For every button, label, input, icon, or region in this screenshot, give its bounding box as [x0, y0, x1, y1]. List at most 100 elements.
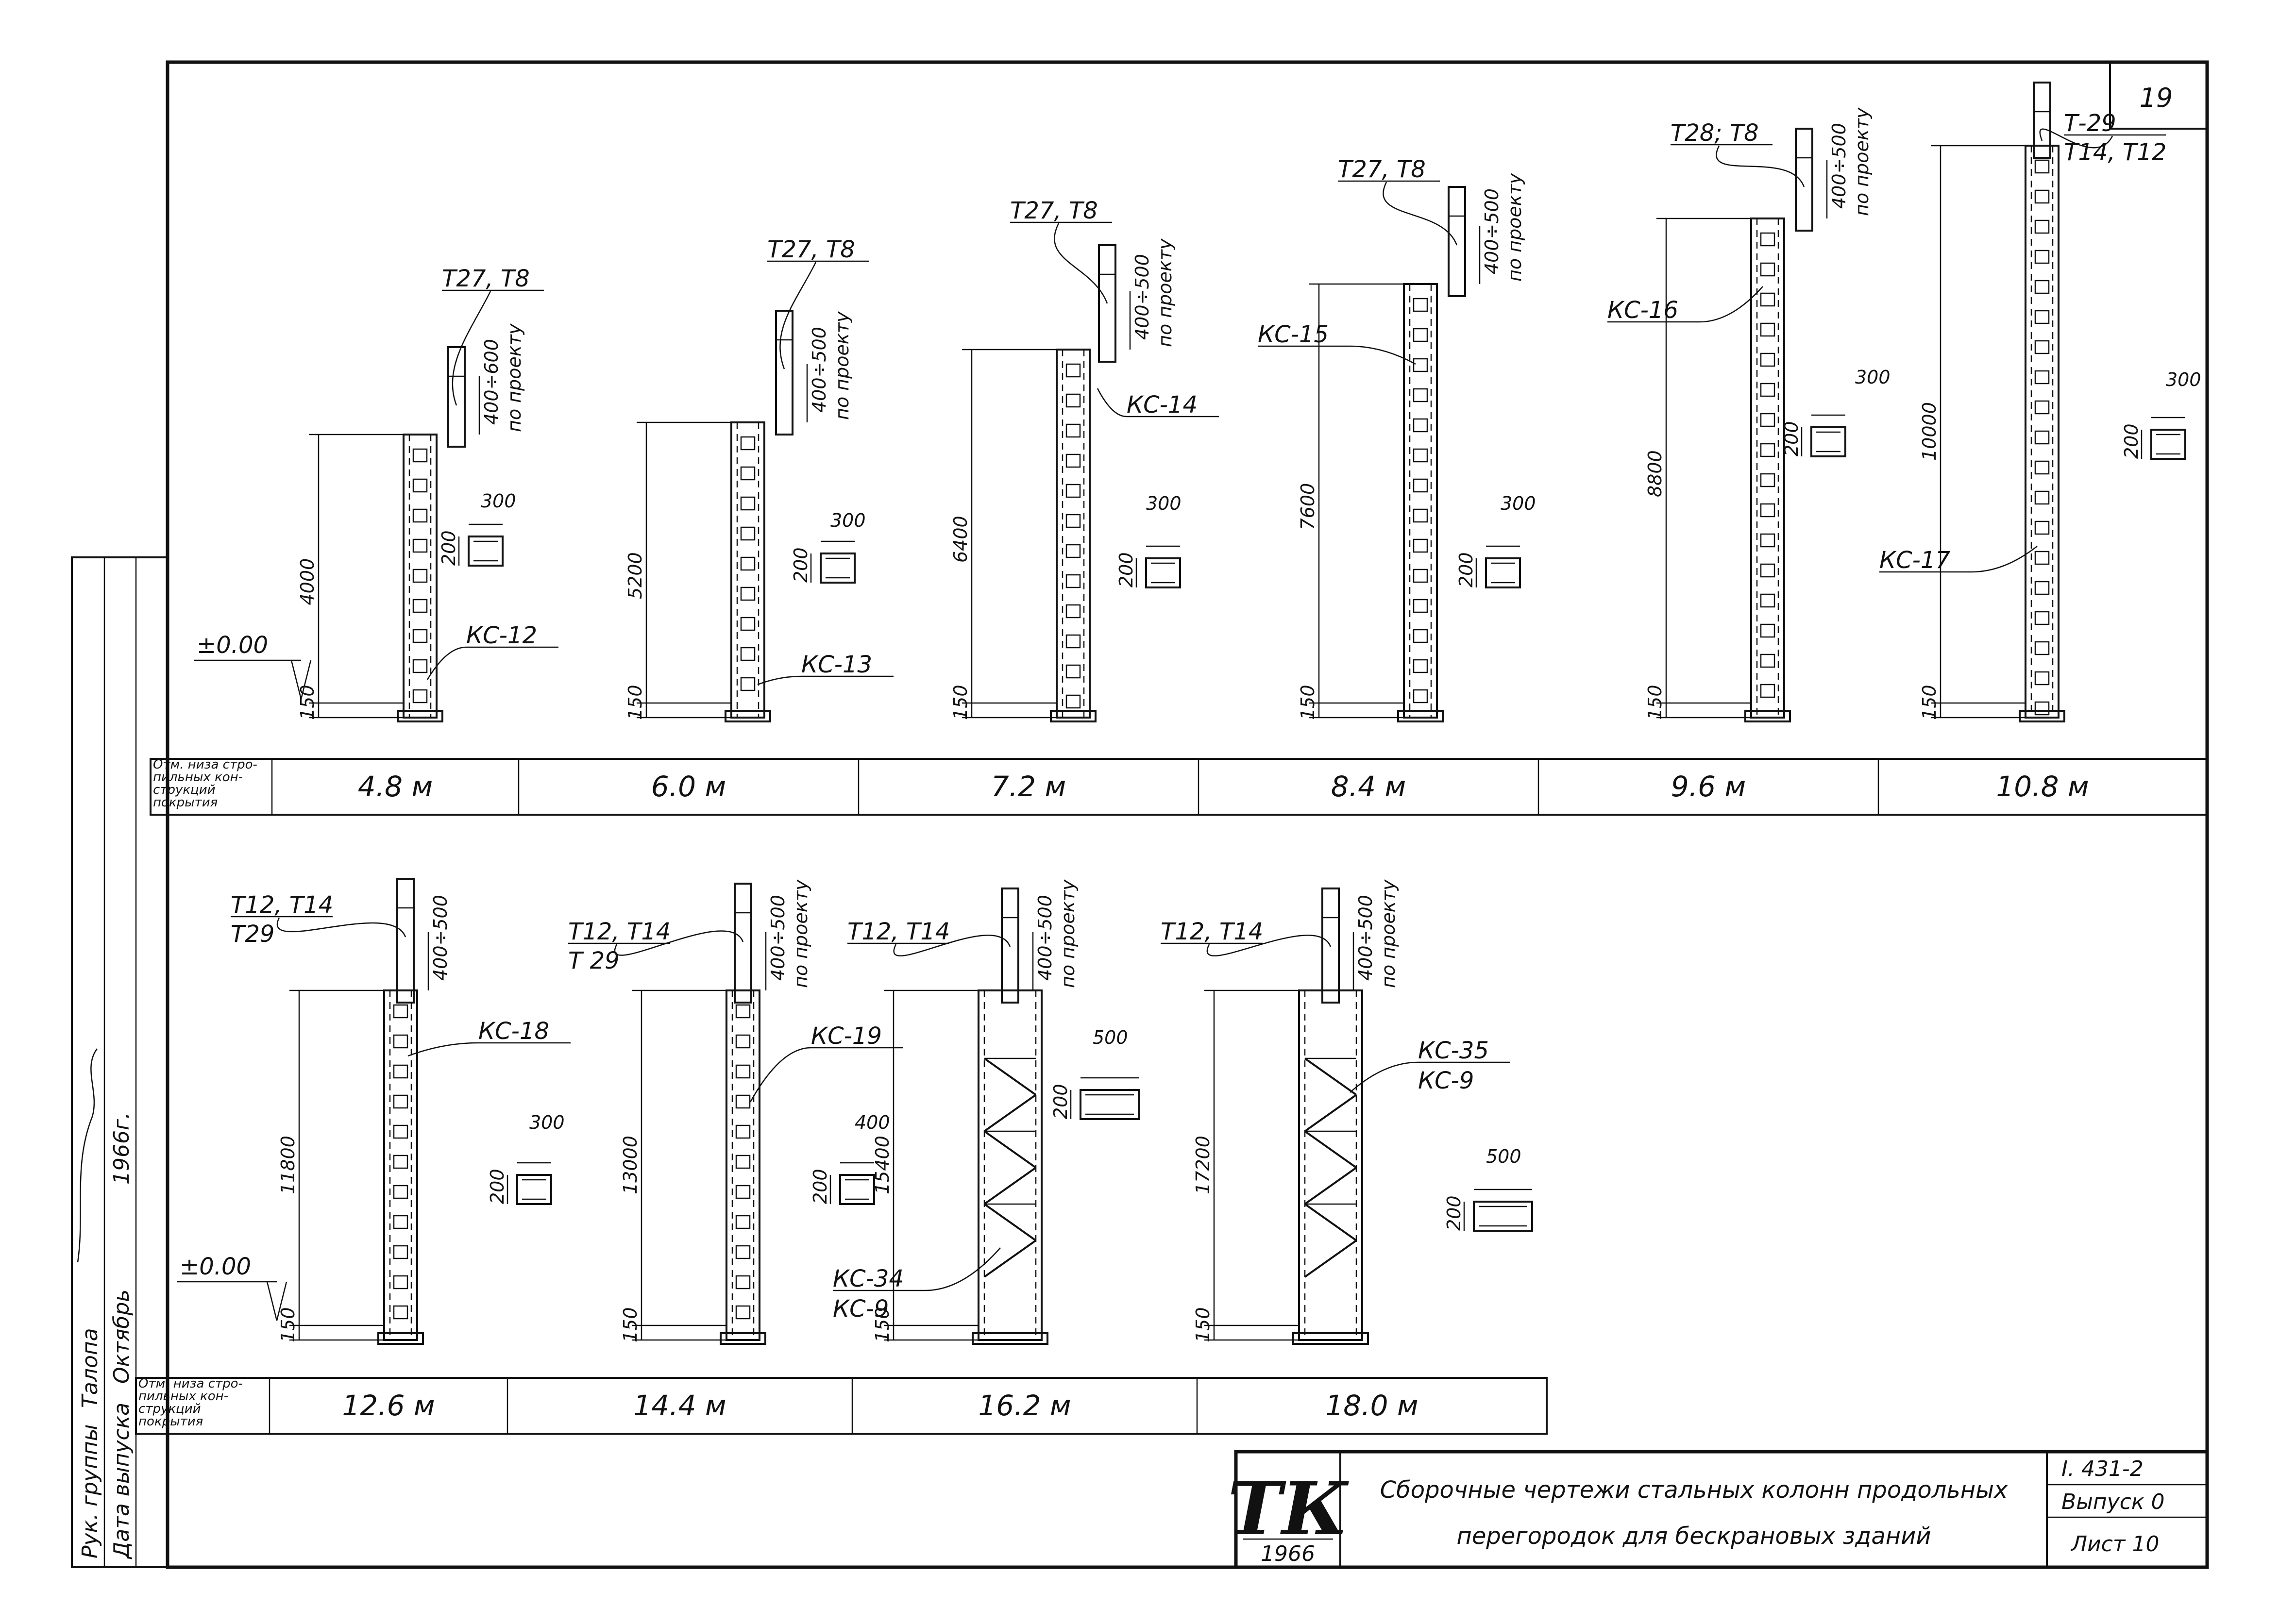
batten-plate	[2034, 611, 2050, 625]
cross-section	[839, 1174, 875, 1205]
batten-plate	[1413, 358, 1428, 372]
batten-plate	[412, 659, 428, 673]
batten-plate	[1413, 508, 1428, 523]
base-plate	[377, 1332, 424, 1345]
height-value: 15400	[872, 1136, 893, 1194]
base-value: 150	[277, 1307, 299, 1342]
doc-code: I. 431-2	[2061, 1457, 2144, 1481]
batten-plate	[1413, 659, 1428, 673]
logo-letters: ТК	[1228, 1466, 1350, 1552]
column-leader	[749, 1047, 811, 1103]
base-value: 150	[1644, 685, 1666, 720]
section-depth: 200	[1115, 552, 1137, 587]
batten-plate	[1065, 694, 1081, 709]
strut-label: Т-29	[2064, 110, 2116, 137]
batten-plate	[393, 1124, 408, 1139]
height-value: 6400	[950, 516, 971, 563]
height-value: 10000	[1919, 402, 1940, 461]
strut-leader	[2039, 128, 2113, 149]
batten-plate	[2034, 370, 2050, 385]
batten-plate	[740, 436, 756, 451]
strut-label: Т12, Т14	[231, 891, 333, 919]
strut-label: Т12, Т14	[568, 918, 671, 945]
spacer-value: 400÷500	[809, 327, 830, 413]
batten-plate	[393, 1034, 408, 1049]
batten-plate	[735, 1034, 751, 1049]
row-header-b-line-4: покрытия	[138, 1414, 203, 1429]
base-plate	[972, 1332, 1048, 1345]
batten-plate	[412, 569, 428, 583]
batten-plate	[1065, 664, 1081, 679]
row-header-line-3: струкций	[153, 783, 216, 797]
batten-plate	[2034, 189, 2050, 204]
strut-leader	[1383, 182, 1458, 246]
batten-plate	[1413, 448, 1428, 463]
strut-label: Т27, Т8	[442, 265, 530, 292]
batten-plate	[1760, 443, 1775, 457]
column-label: КС-19	[811, 1022, 882, 1050]
batten-plate	[735, 1124, 751, 1139]
batten-plate	[735, 1215, 751, 1229]
column-body	[978, 989, 1043, 1341]
batten-plate	[740, 586, 756, 601]
spacer-note: по проекту	[1154, 238, 1176, 347]
batten-plate	[1413, 538, 1428, 553]
batten-plate	[2034, 250, 2050, 264]
section-depth: 200	[1050, 1084, 1071, 1119]
batten-plate	[740, 647, 756, 661]
strut-leader	[893, 935, 1011, 956]
height-value: 7600	[1297, 483, 1318, 530]
batten-plate	[735, 1305, 751, 1320]
base-value: 150	[1919, 685, 1940, 720]
level-mark-bottom: ±0.00	[177, 1253, 287, 1321]
section-width: 400	[855, 1112, 890, 1133]
logo-year: 1966	[1261, 1541, 1315, 1566]
batten-plate	[412, 599, 428, 613]
signature-mark	[77, 1048, 98, 1263]
batten-plate	[740, 496, 756, 511]
batten-plate	[740, 526, 756, 541]
stamp-row1-name: Талопа	[78, 1328, 102, 1408]
batten-plate	[412, 689, 428, 704]
base-plate	[1292, 1332, 1369, 1345]
column-label: КС-15	[1258, 321, 1329, 348]
strut-member	[1098, 244, 1116, 363]
sheet-number-box: 19	[2109, 62, 2207, 130]
batten-plate	[735, 1155, 751, 1169]
column-label: КС-17	[1879, 547, 1950, 574]
cross-section	[1145, 557, 1181, 588]
row-header-line-2: пильных кон-	[153, 770, 243, 785]
column-body	[726, 989, 760, 1341]
base-value: 150	[1192, 1307, 1214, 1342]
height-value: 4000	[297, 558, 318, 605]
top-height-6: 10.8 м	[1996, 770, 2089, 803]
batten-plate	[412, 478, 428, 493]
batten-plate	[735, 1064, 751, 1079]
stamp-row2-value: Октябрь	[109, 1290, 134, 1384]
cross-section	[1485, 557, 1521, 588]
strut-label-2: Т29	[231, 921, 274, 948]
batten-plate	[1760, 503, 1775, 518]
base-value: 150	[872, 1307, 893, 1342]
batten-plate	[1413, 478, 1428, 493]
stamp-row2-year: 1966г.	[109, 1112, 134, 1185]
column-label-2: КС-9	[833, 1295, 889, 1323]
strut-leader	[1054, 223, 1108, 304]
bottom-height-1: 12.6 м	[342, 1389, 435, 1422]
section-width: 500	[1486, 1146, 1521, 1167]
base-plate	[1397, 710, 1444, 722]
batten-plate	[735, 1275, 751, 1290]
section-depth: 200	[438, 530, 459, 566]
height-value: 11800	[277, 1136, 299, 1194]
batten-plate	[2034, 219, 2050, 234]
column-label: КС-18	[478, 1018, 549, 1045]
height-value: 5200	[625, 552, 646, 599]
strut-leader	[1716, 145, 1805, 187]
level-mark-top-text: ±0.00	[197, 632, 268, 659]
batten-plate	[393, 1094, 408, 1109]
